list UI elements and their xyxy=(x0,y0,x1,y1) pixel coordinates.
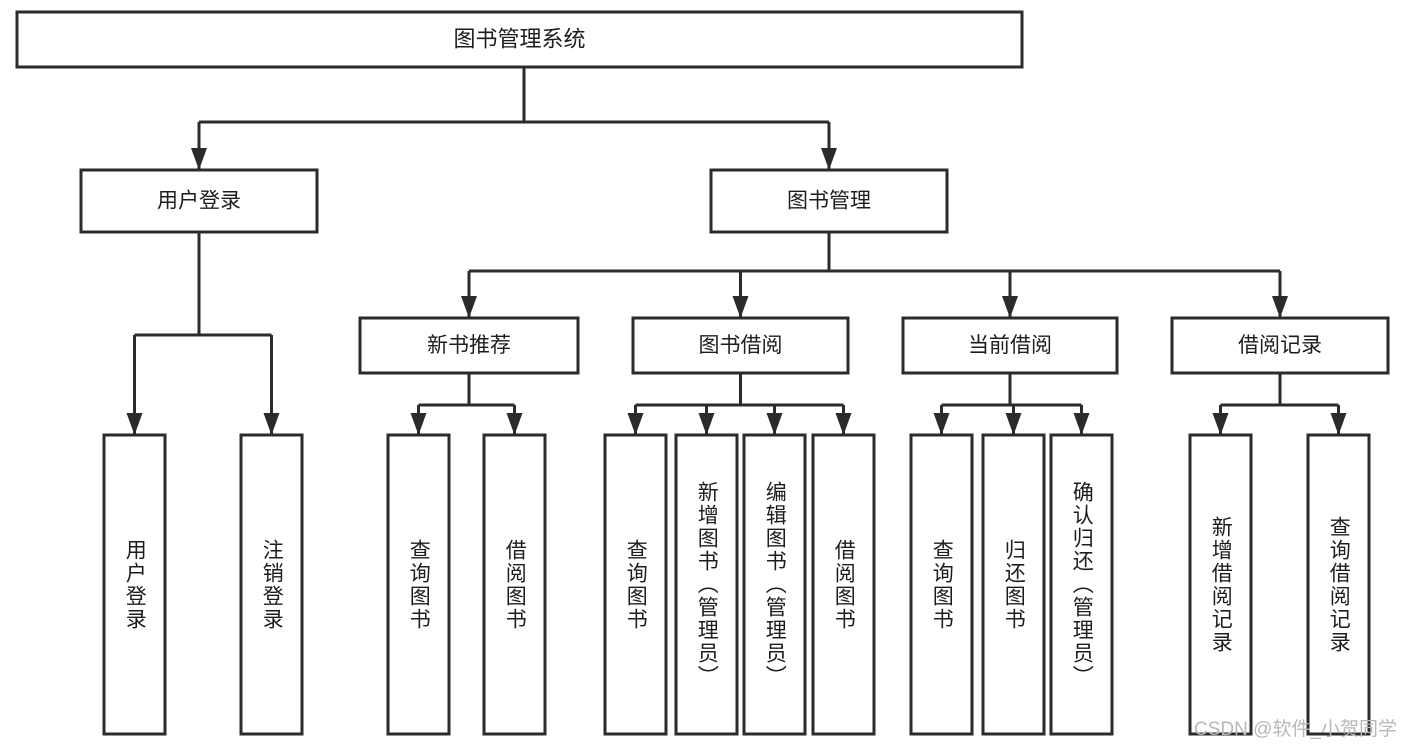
node-box-borrow-record[interactable] xyxy=(1170,316,1390,375)
node-label-user-login: 用户登录 xyxy=(157,190,241,213)
node-label-book-borrow: 图书借阅 xyxy=(699,334,783,357)
arrow-head-icon xyxy=(506,413,523,435)
arrow-head-icon xyxy=(698,413,715,435)
node-box-new-book-recommend[interactable] xyxy=(358,316,580,375)
arrow-head-icon xyxy=(1272,296,1288,318)
node-box-root[interactable] xyxy=(15,10,1024,69)
arrow-head-icon xyxy=(126,413,143,435)
node-box-leaf-return-book[interactable] xyxy=(981,433,1046,736)
node-box-layer xyxy=(15,10,1390,736)
node-box-leaf-add-record[interactable] xyxy=(1188,433,1253,736)
node-box-leaf-query-book-3[interactable] xyxy=(909,433,974,736)
node-box-leaf-query-book-2[interactable] xyxy=(603,433,668,736)
arrow-head-icon xyxy=(191,148,207,170)
node-box-current-borrow[interactable] xyxy=(901,316,1119,375)
arrow-head-icon xyxy=(732,296,749,318)
node-box-leaf-borrow-book-1[interactable] xyxy=(482,433,547,736)
node-box-leaf-add-book[interactable] xyxy=(674,433,739,736)
arrow-head-icon xyxy=(821,148,837,170)
node-label-root: 图书管理系统 xyxy=(453,26,585,51)
node-box-leaf-user-login[interactable] xyxy=(102,433,167,736)
node-label-borrow-record: 借阅记录 xyxy=(1238,334,1322,357)
arrow-head-icon xyxy=(461,296,477,318)
arrow-head-icon xyxy=(410,413,427,435)
arrow-head-icon xyxy=(1330,413,1347,435)
connector-layer xyxy=(126,67,1347,435)
arrow-head-icon xyxy=(263,413,280,435)
arrow-head-icon xyxy=(1212,413,1229,435)
arrow-head-icon xyxy=(1073,413,1090,435)
arrow-head-icon xyxy=(627,413,644,435)
node-box-user-login[interactable] xyxy=(79,168,319,234)
arrow-head-icon xyxy=(933,413,950,435)
arrow-head-icon xyxy=(1002,296,1018,318)
node-box-leaf-logout[interactable] xyxy=(239,433,304,736)
arrow-head-icon xyxy=(835,413,852,435)
node-box-leaf-query-record[interactable] xyxy=(1306,433,1371,736)
node-label-new-book-recommend: 新书推荐 xyxy=(427,334,511,357)
node-box-leaf-borrow-book-2[interactable] xyxy=(811,433,876,736)
node-box-book-manage[interactable] xyxy=(709,168,949,234)
node-label-current-borrow: 当前借阅 xyxy=(968,334,1052,357)
node-box-book-borrow[interactable] xyxy=(631,316,850,375)
arrow-head-icon xyxy=(1005,413,1022,435)
node-box-leaf-query-book-1[interactable] xyxy=(386,433,451,736)
node-label-book-manage: 图书管理 xyxy=(787,190,871,213)
node-box-leaf-confirm-return[interactable] xyxy=(1049,433,1114,736)
node-box-leaf-edit-book[interactable] xyxy=(742,433,807,736)
arrow-head-icon xyxy=(766,413,783,435)
